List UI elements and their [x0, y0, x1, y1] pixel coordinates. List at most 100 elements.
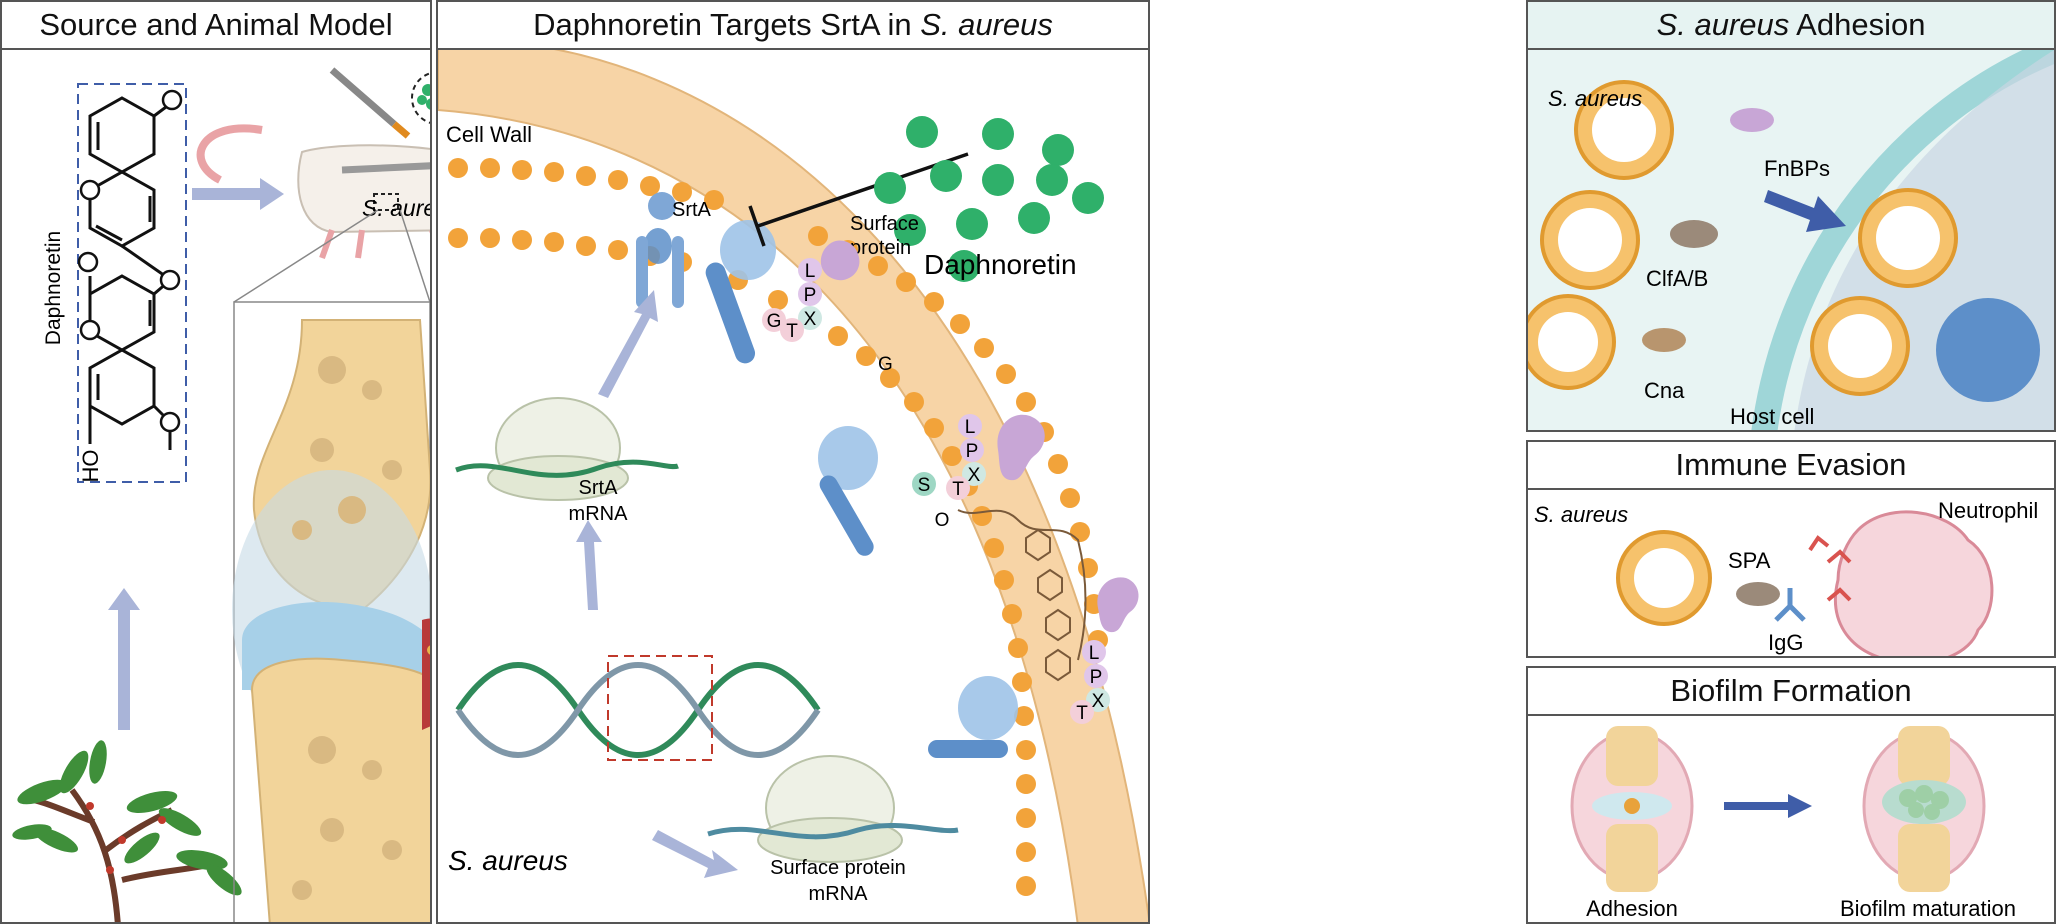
surface-protein-label-2: protein	[850, 237, 911, 259]
maturation-label: Biofilm maturation	[1840, 896, 2016, 921]
surface-mrna-label-1: Surface protein	[770, 857, 906, 879]
immune-illustration: S. aureus Neutrophil SPA IgG	[1534, 498, 2038, 656]
motif-2-x: X	[968, 465, 981, 486]
fnbps-label: FnBPs	[1764, 156, 1830, 181]
motif-1-x: X	[804, 309, 817, 330]
bacteria-cluster-icon	[411, 72, 430, 124]
inhibition-line	[757, 152, 969, 228]
title-rest: Adhesion	[1789, 7, 1926, 42]
spa-label: SPA	[1728, 548, 1771, 573]
bacterium-core	[1634, 548, 1694, 608]
motif-1-t: T	[786, 321, 798, 342]
panel-srta-mechanism: Daphnoretin Targets SrtA in S. aureus	[436, 0, 1150, 924]
panel-title: Source and Animal Model	[2, 2, 430, 50]
panel-immune-evasion: Immune Evasion S. aureus Neutrophil SPA …	[1526, 440, 2056, 658]
daphnoretin-structure	[88, 96, 172, 450]
motif-3-x: X	[1092, 691, 1105, 712]
motif-o-label: O	[935, 510, 950, 531]
panel-body: Daphnoretin HO	[2, 50, 430, 922]
biofilm-illustration: Adhesion Biofilm maturation	[1570, 726, 2016, 921]
title-prefix: Daphnoretin Targets SrtA in	[533, 7, 921, 42]
organism-label: S. aureus	[1534, 502, 1628, 527]
mechanism-illustration: Cell Wall SrtA	[438, 38, 1148, 922]
srta-mrna-label-1: SrtA	[579, 477, 619, 499]
syringe-icon	[329, 67, 430, 174]
panel-adhesion: S. aureus Adhesion S. aureus FnBPs Clf	[1526, 0, 2056, 432]
ribosome-surface-icon	[707, 755, 959, 863]
panel-title: Immune Evasion	[1528, 442, 2054, 490]
arrow-to-mouse-icon	[192, 178, 284, 210]
adhesin-icons	[1642, 108, 1774, 352]
zoom-line-right	[399, 209, 430, 303]
panel-body: S. aureus Neutrophil SPA IgG	[1528, 490, 2054, 656]
motif-2: L P X T S O	[912, 414, 986, 531]
adhesion-label: Adhesion	[1586, 896, 1678, 921]
panel-title: S. aureus Adhesion	[1528, 2, 2054, 50]
igg-label: IgG	[1768, 630, 1803, 655]
srta-mrna-label-2: mRNA	[569, 503, 629, 525]
arrow-invasion-icon	[1764, 190, 1846, 232]
daphnoretin-label: Daphnoretin	[924, 249, 1077, 280]
joint-adhesion-icon	[1570, 726, 1694, 892]
organism-label: S. aureus	[448, 845, 568, 876]
motif-1-p: P	[804, 285, 817, 306]
neutrophil-label: Neutrophil	[1938, 498, 2038, 523]
srta-protein-icon	[636, 192, 1018, 758]
motif-3-l: L	[1089, 643, 1100, 664]
arrow-plant-up-icon	[108, 588, 140, 730]
motif-1-g: G	[767, 311, 782, 332]
host-cell-membrane	[1751, 37, 2054, 430]
mouse-label: S. aureus	[362, 195, 432, 221]
process-arrows	[576, 290, 738, 878]
panel-title: Daphnoretin Targets SrtA in S. aureus	[438, 2, 1148, 50]
motif-s-label: S	[918, 475, 931, 496]
ribosome-srta-icon	[455, 397, 679, 501]
panel-body: S. aureus FnBPs ClfA/B Cna Host cell	[1528, 37, 2054, 430]
panel-source-animal-model: Source and Animal Model	[0, 0, 432, 924]
panel-biofilm-formation: Biofilm Formation Adhesion Biofilm matur…	[1526, 666, 2056, 924]
hydroxyl-label: HO	[78, 450, 103, 483]
dna-helix-icon	[455, 655, 821, 761]
motif-2-l: L	[965, 417, 976, 438]
motif-3-t: T	[1076, 703, 1088, 724]
organism-label: S. aureus	[1548, 86, 1642, 111]
surface-mrna-label-2: mRNA	[809, 883, 869, 905]
clfab-label: ClfA/B	[1646, 266, 1708, 291]
panel-title: Biofilm Formation	[1528, 668, 2054, 716]
biofilm-sphere-icon	[1936, 298, 2040, 402]
srta-label: SrtA	[672, 199, 712, 221]
panel-body: Adhesion Biofilm maturation	[1528, 716, 2054, 922]
daphnoretin-molecules	[874, 116, 1104, 282]
spa-protein-icon	[1736, 582, 1780, 606]
motif-g-label: G	[878, 354, 893, 375]
title-italic: S. aureus	[1656, 7, 1790, 42]
joint-biofilm-icon	[1862, 726, 1986, 892]
surface-protein-label-1: Surface	[850, 213, 919, 235]
arrow-biofilm-icon	[1724, 794, 1812, 818]
host-cell-label: Host cell	[1730, 404, 1814, 429]
neutrophil-icon	[1833, 510, 1994, 656]
motif-1: L P X T G	[762, 258, 822, 342]
zoom-line-left	[233, 209, 379, 303]
panel-body: Cell Wall SrtA	[438, 38, 1148, 922]
motif-1-l: L	[805, 261, 816, 282]
cell-wall-label: Cell Wall	[446, 122, 532, 147]
title-italic: S. aureus	[920, 7, 1053, 42]
surface-protein-blobs	[820, 240, 1139, 633]
knee-joint-icon	[232, 319, 430, 922]
motif-3: L P X T	[1070, 640, 1110, 724]
motif-3-p: P	[1090, 667, 1103, 688]
adhesion-illustration: S. aureus FnBPs ClfA/B Cna Host cell	[1528, 37, 2054, 430]
motif-2-p: P	[966, 441, 979, 462]
peptidoglycan-chain	[957, 509, 1087, 682]
molecule-label: Daphnoretin	[42, 231, 65, 345]
receptor-icons	[1808, 535, 1852, 602]
molecule-dashed-box	[77, 83, 187, 483]
cna-label: Cna	[1644, 378, 1685, 403]
motif-2-t: T	[952, 479, 964, 500]
source-illustration: Daphnoretin HO	[12, 67, 432, 922]
inhibition-bar	[748, 205, 766, 247]
oxygen-atoms	[77, 89, 183, 433]
igg-icon	[1774, 588, 1806, 622]
bacteria-cores	[1538, 98, 1940, 378]
